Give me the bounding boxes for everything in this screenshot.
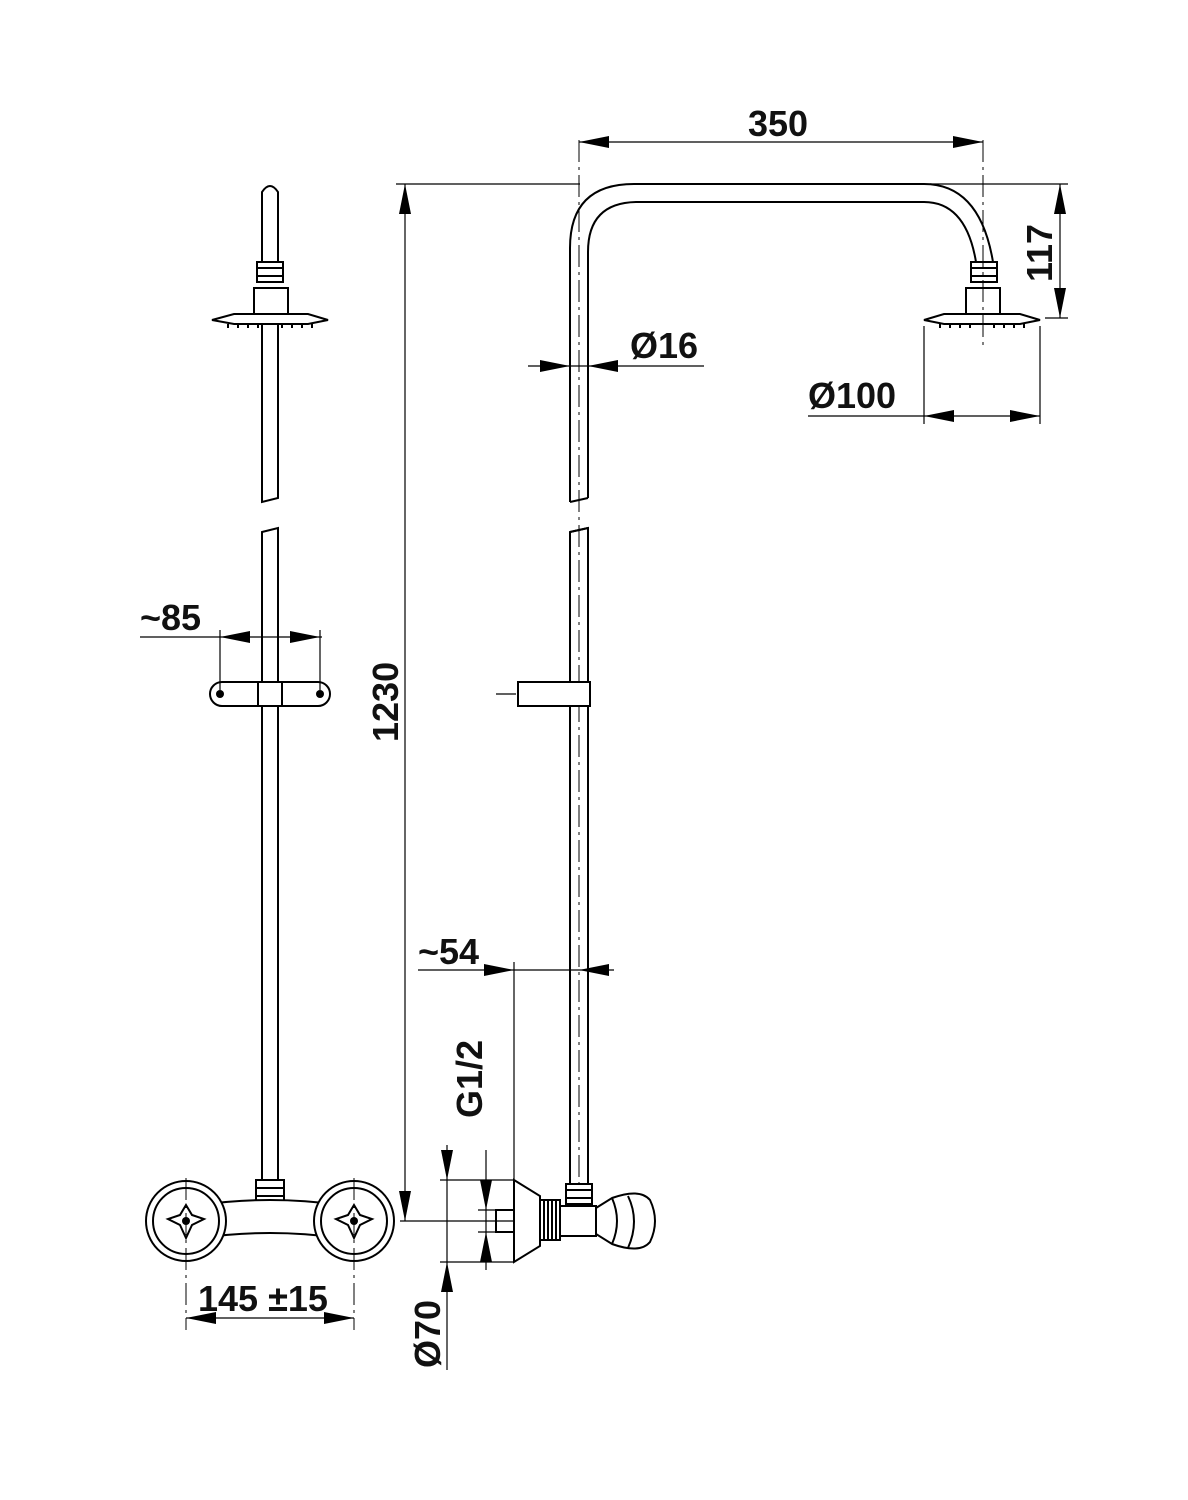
dimension-inlet-spacing: 145 ±15 — [186, 1278, 354, 1324]
front-upper-pipe — [261, 185, 279, 263]
wall-offset-label: ~54 — [418, 931, 479, 972]
front-head-body — [253, 287, 289, 315]
total-height-label: 1230 — [365, 662, 406, 742]
front-head-nut — [256, 261, 284, 283]
escutcheon-diameter-label: Ø70 — [407, 1300, 448, 1368]
front-view: ~85 145 ±15 — [140, 185, 395, 1330]
inlet-spacing-label: 145 ±15 — [198, 1278, 328, 1319]
bracket-width-label: ~85 — [140, 597, 201, 638]
side-shower-arm — [569, 183, 994, 502]
dimension-escutcheon-diameter: Ø70 — [407, 1145, 514, 1370]
front-pipe-lower-segment — [261, 526, 279, 1181]
dimension-bracket-width: ~85 — [140, 597, 322, 690]
dimension-pipe-diameter: Ø16 — [528, 325, 704, 372]
dimension-wall-offset: ~54 — [418, 931, 614, 1182]
front-head-nozzles — [227, 324, 313, 328]
dimension-head-diameter: Ø100 — [808, 326, 1041, 424]
front-shower-head — [211, 313, 329, 325]
side-shower-head — [923, 313, 1041, 325]
side-head-nut — [970, 261, 998, 283]
front-lower-nut — [255, 1179, 285, 1203]
side-view: 350 117 Ø16 Ø100 — [365, 103, 1068, 1370]
dimension-drop-height: 117 — [930, 183, 1068, 319]
side-head-nozzles — [939, 324, 1025, 328]
front-pipe-upper-segment — [261, 323, 279, 504]
front-slide-bracket — [209, 681, 331, 707]
drop-height-label: 117 — [1019, 224, 1060, 282]
side-valve-thread — [543, 1200, 557, 1240]
side-valve-stem — [559, 1205, 597, 1237]
width-span-label: 350 — [748, 103, 808, 144]
dimension-width-span: 350 — [579, 103, 983, 148]
side-lower-nut — [565, 1183, 593, 1205]
dimension-thread-size: G1/2 — [449, 1040, 514, 1270]
side-slide-bracket — [517, 681, 591, 707]
side-handle — [595, 1192, 656, 1250]
side-escutcheon — [513, 1178, 541, 1264]
thread-size-label: G1/2 — [449, 1040, 490, 1118]
dimension-total-height: 1230 — [365, 183, 580, 1221]
pipe-diameter-label: Ø16 — [630, 325, 698, 366]
head-diameter-label: Ø100 — [808, 375, 896, 416]
